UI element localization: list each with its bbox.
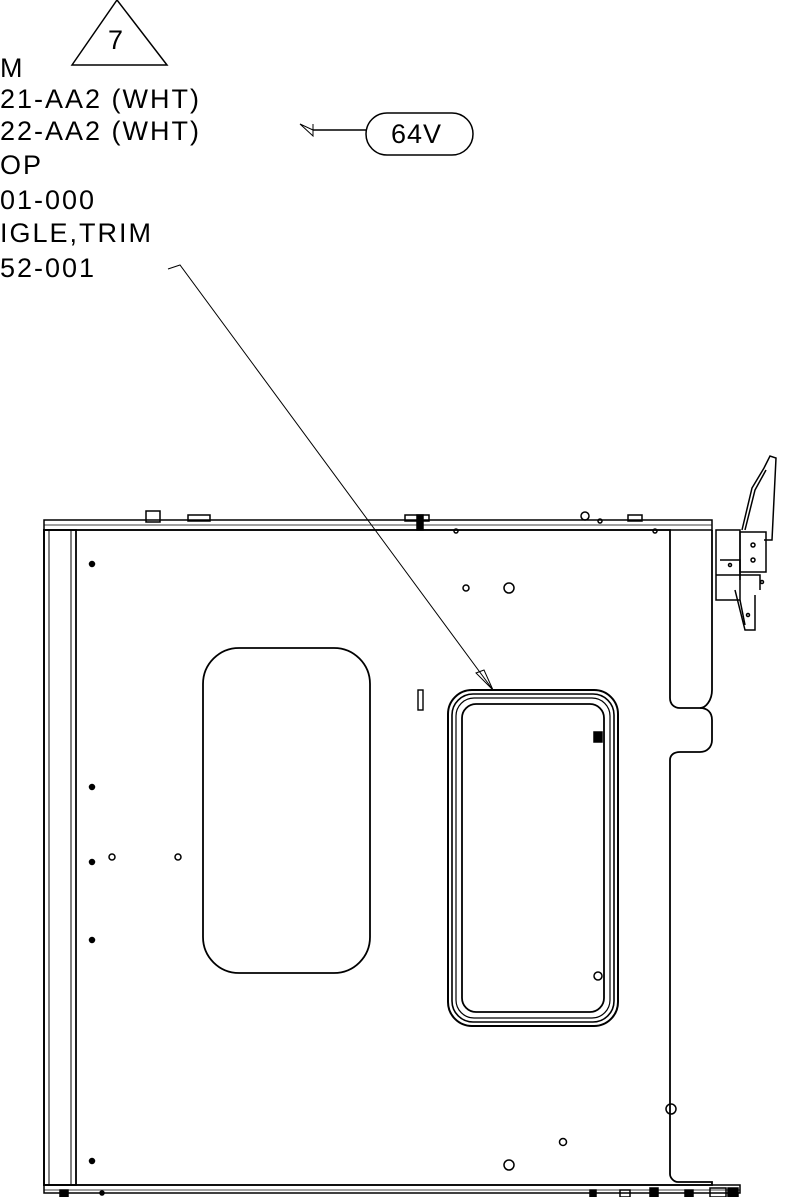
bottom-hardware	[59, 1187, 739, 1197]
note-line-5: 01-000	[0, 185, 97, 215]
panel-outline	[43, 529, 713, 1186]
hinge-bracket	[715, 455, 777, 631]
balloon-label: 64V	[391, 119, 443, 149]
panel-bottom-edge	[43, 1184, 741, 1194]
note-line-6: IGLE,TRIM	[0, 218, 154, 248]
note-line-2: 21-AA2 (WHT)	[0, 84, 202, 114]
note-line-7: 52-001	[0, 253, 97, 283]
note-line-3: 22-AA2 (WHT)	[0, 116, 202, 146]
leader-arrowhead	[475, 669, 494, 691]
note-leader	[167, 264, 494, 691]
callout-balloon	[365, 112, 474, 156]
note-line-4: OP	[0, 150, 44, 180]
balloon-arrowhead	[299, 123, 314, 138]
panel-cutout	[202, 647, 371, 974]
window-outer	[447, 689, 619, 1027]
note-line-1: M	[0, 53, 25, 83]
revision-number: 7	[108, 25, 125, 55]
revision-triangle	[70, 0, 169, 66]
